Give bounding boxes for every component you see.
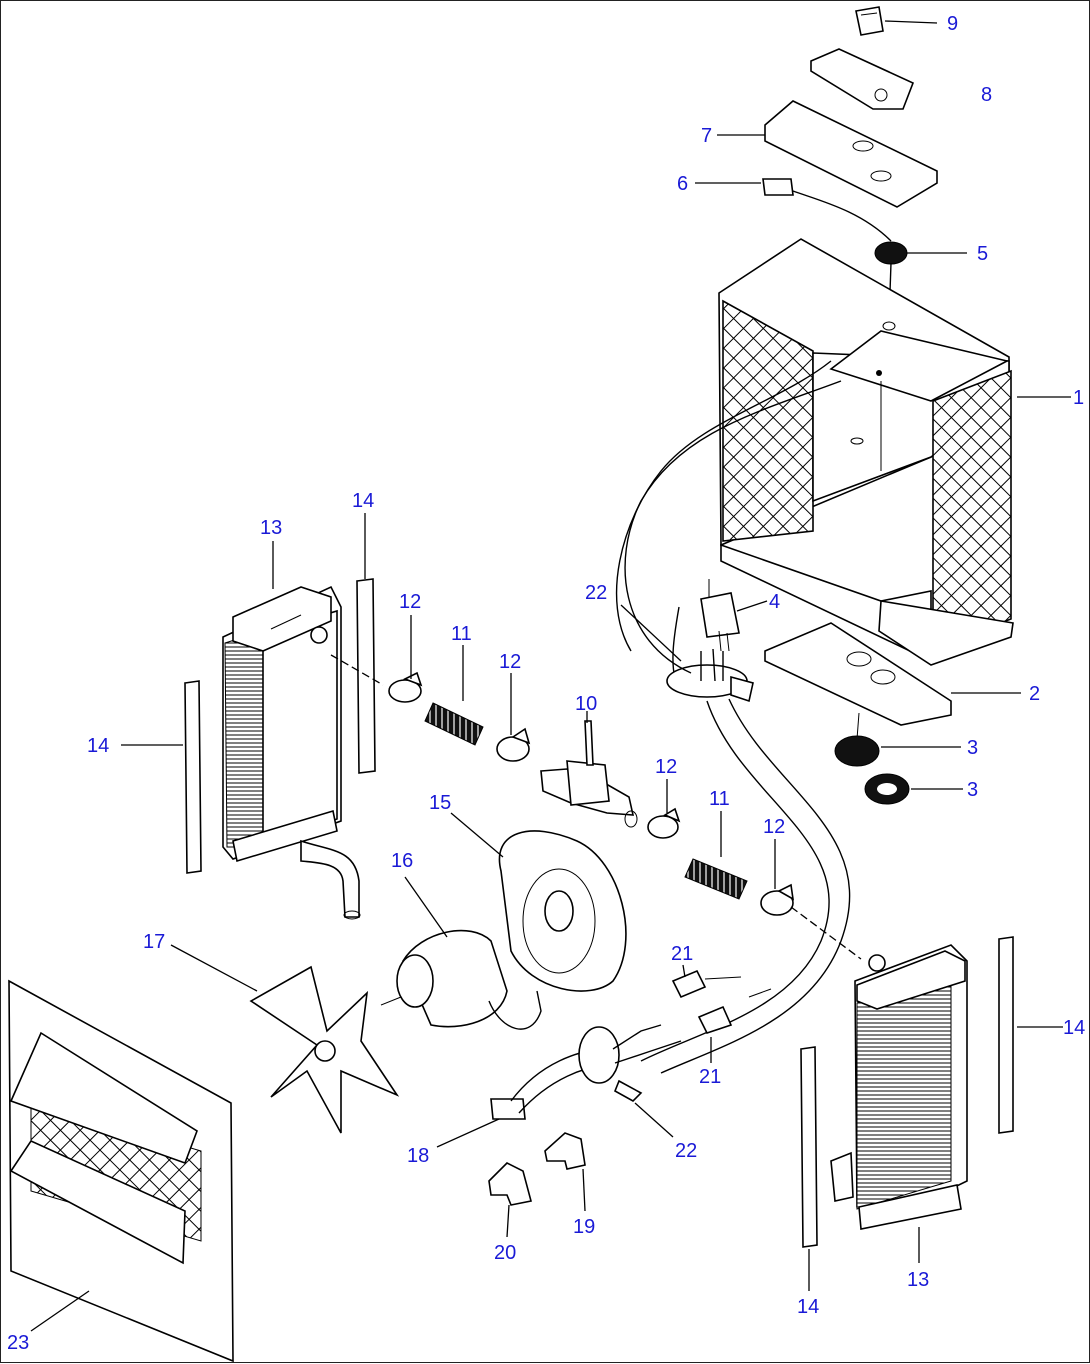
leader-lines xyxy=(30,20,1071,1332)
part-4-switch xyxy=(672,579,740,680)
callout-22-top: 22 xyxy=(585,582,607,604)
callout-14-top: 14 xyxy=(352,490,374,512)
callout-11-b: 11 xyxy=(709,788,730,810)
part-16-motor xyxy=(380,929,542,1030)
callout-12-d: 12 xyxy=(763,816,785,838)
callout-14-bottom: 14 xyxy=(797,1296,819,1318)
part-9-clip xyxy=(855,6,884,36)
part-19-bracket xyxy=(544,1132,586,1170)
callout-12-b: 12 xyxy=(499,651,521,673)
callout-22-bottom: 22 xyxy=(675,1140,697,1162)
part-2-bottom-plate xyxy=(764,622,952,740)
part-12-clamp-b xyxy=(496,727,531,762)
callout-6: 6 xyxy=(677,173,688,195)
part-13-heat-exchanger-right xyxy=(830,944,968,1230)
callout-16: 16 xyxy=(391,850,413,872)
callout-19: 19 xyxy=(573,1216,595,1238)
part-21-connector-b xyxy=(697,1005,733,1034)
part-14-strip-top xyxy=(356,578,376,774)
callouts: 9 8 7 6 5 1 4 22 2 3 3 14 13 12 11 12 10… xyxy=(7,13,1085,1354)
callout-3-a: 3 xyxy=(967,737,978,759)
part-14-strip-right-b xyxy=(800,1046,818,1248)
part-11-spring-a xyxy=(424,702,484,746)
callout-5: 5 xyxy=(977,243,988,265)
callout-17: 17 xyxy=(143,931,165,953)
part-12-clamp-c xyxy=(647,807,681,839)
part-12-clamp-d xyxy=(760,883,795,916)
callout-12-a: 12 xyxy=(399,591,421,613)
part-7-cover-plate xyxy=(764,100,938,208)
part-11-spring-b xyxy=(684,858,748,900)
callout-2: 2 xyxy=(1029,683,1040,705)
callout-1: 1 xyxy=(1073,387,1084,409)
part-3-grommets xyxy=(834,735,910,805)
callout-11-a: 11 xyxy=(451,623,472,645)
callout-9: 9 xyxy=(947,13,958,35)
part-22-clamp-bottom xyxy=(578,1024,682,1102)
part-6-sensor xyxy=(762,178,892,242)
callout-7: 7 xyxy=(701,125,712,147)
callout-21-a: 21 xyxy=(671,943,693,965)
callout-21-b: 21 xyxy=(699,1066,721,1088)
part-15-mounting-plate xyxy=(498,830,627,992)
part-12-clamp-a xyxy=(388,671,423,703)
callout-10: 10 xyxy=(575,693,597,715)
part-23-grille-panel xyxy=(8,979,234,1363)
part-13-heat-exchanger-left xyxy=(222,585,361,920)
callout-13-left: 13 xyxy=(260,517,282,539)
part-21-connector-a xyxy=(671,969,772,999)
part-22-clamp-top xyxy=(666,648,754,703)
callout-14-right: 14 xyxy=(1063,1017,1085,1039)
callout-20: 20 xyxy=(494,1242,516,1264)
part-14-strip-right-a xyxy=(998,936,1014,1134)
callout-23: 23 xyxy=(7,1332,29,1354)
part-17-fan xyxy=(249,965,400,1134)
part-8-bracket xyxy=(810,48,915,110)
callout-12-c: 12 xyxy=(655,756,677,778)
callout-14-left: 14 xyxy=(87,735,109,757)
part-14-strip-left xyxy=(184,680,202,874)
part-10-valve xyxy=(540,720,638,828)
callout-13-right: 13 xyxy=(907,1269,929,1291)
callout-15: 15 xyxy=(429,792,451,814)
callout-3-b: 3 xyxy=(967,779,978,801)
callout-4: 4 xyxy=(769,591,780,613)
part-20-bracket xyxy=(488,1162,532,1206)
callout-18: 18 xyxy=(407,1145,429,1167)
callout-8: 8 xyxy=(981,84,992,106)
part-1-heater-housing xyxy=(718,238,1014,666)
